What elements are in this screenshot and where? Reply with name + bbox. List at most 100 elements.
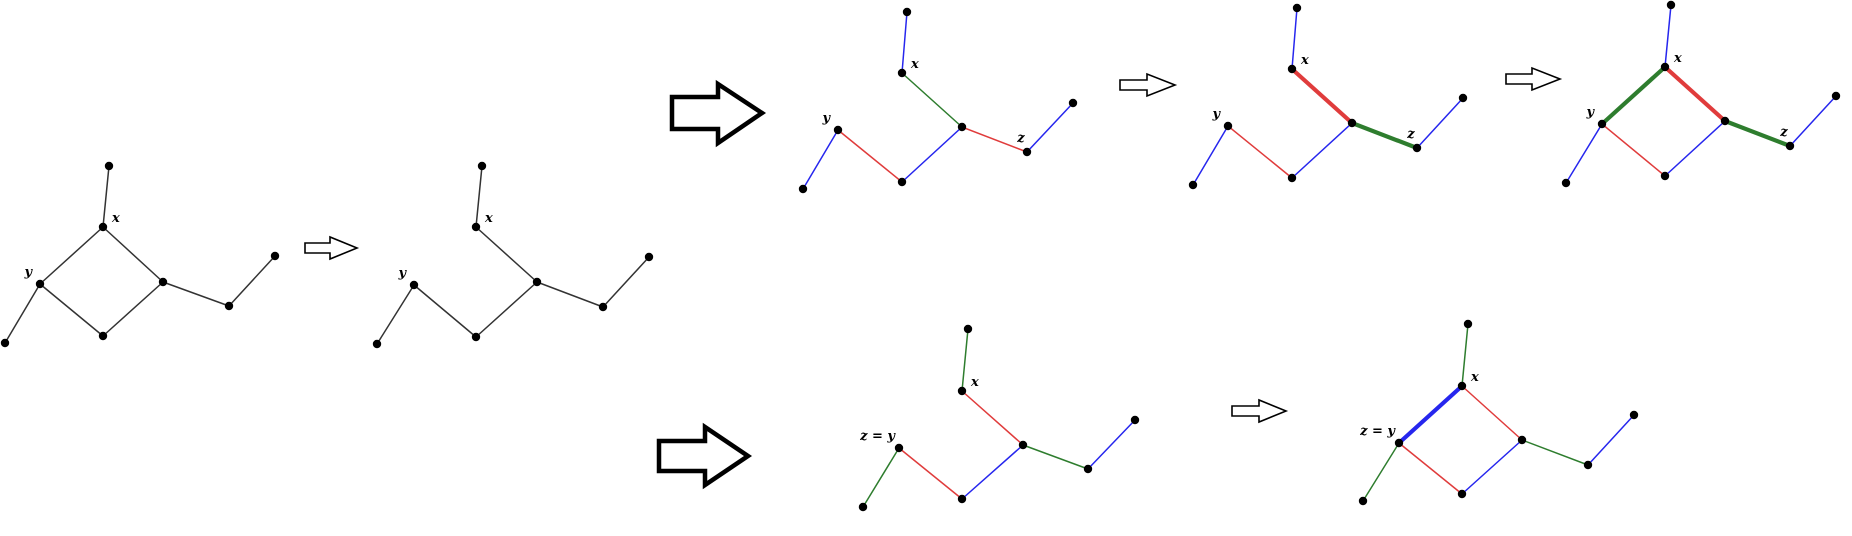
edge-y-ll [376,284,415,345]
vertex-c [1517,435,1527,445]
vertex-x [98,222,108,232]
edge-y-bot [413,284,477,338]
edge-top-x [102,165,110,228]
vertex-x [1660,62,1670,72]
vertex-label-y: y [1211,107,1221,122]
edge-x-y [1599,64,1668,127]
edge-z-rr [1789,95,1837,147]
vertex-top [1292,3,1302,13]
vertex-bot [1457,489,1467,499]
vertex-bot [1660,171,1670,181]
edge-z-rr [1087,419,1136,470]
vertex-y [894,443,904,453]
vertex-y [35,279,45,289]
edge-c-z [961,126,1028,153]
edge-y-bot [1601,123,1666,177]
vertex-label-zy: z = y [1359,424,1396,439]
vertex-label-x: x [910,57,919,72]
edge-c-z [1349,120,1420,151]
vertex-label-z: z [1016,131,1025,146]
edge-x-c [1662,64,1728,124]
vertex-rr [1130,415,1140,425]
vertex-ll [0,338,10,348]
vertex-rr [1629,410,1639,420]
vertex-label-x: x [484,211,493,226]
vertex-y [1223,121,1233,131]
edge-x-c [901,72,963,128]
vertex-rr [1068,98,1078,108]
vertex-bot [471,332,481,342]
vertex-ll [1188,180,1198,190]
edge-z-rr [1026,102,1074,153]
vertex-label-x: x [1673,51,1682,66]
edge-x-y [1396,383,1465,446]
vertex-c [1720,116,1730,126]
vertex-y [409,280,419,290]
graph-panel-spanning-tree: xy [372,161,654,349]
vertex-ll [798,184,808,194]
edge-c-z [162,281,230,307]
edge-x-c [1461,385,1523,441]
edge-c-z [536,281,604,308]
transition-arrows [304,66,1563,490]
graph-panel-top-coloring-3: x y z [1561,0,1841,188]
vertex-ll [1561,178,1571,188]
vertex-z [1022,147,1032,157]
vertex-c [957,122,967,132]
edge-top-x [1664,4,1672,68]
vertex-z [1785,141,1795,151]
vertex-bot [1287,173,1297,183]
edge-y-ll [4,283,41,344]
vertex-c [532,277,542,287]
edge-x-c [1289,66,1355,126]
edge-top-x [901,11,908,74]
graph-panel-bottom-coloring-1: xz = y [858,324,1140,512]
edge-y-bot [898,447,963,500]
vertex-c [158,277,168,287]
edge-y-bot [837,129,903,183]
vertex-label-z: z [1779,125,1788,140]
vertex-y [833,125,843,135]
edge-top-x [961,328,969,392]
large-right-arrow-icon [656,422,753,490]
vertex-label-x: x [1470,370,1479,385]
edge-bot-c [475,281,538,338]
graph-panel-bottom-coloring-2: x z = y [1358,319,1639,506]
vertex-top [963,324,973,334]
vertex-x [1457,381,1467,391]
edge-top-x [475,165,483,228]
vertex-c [1018,440,1028,450]
vertex-label-zy: z = y [859,429,896,444]
vertex-label-x: x [1300,53,1309,68]
vertex-z [598,302,608,312]
edge-y-ll [1362,442,1400,502]
vertex-label-x: x [111,211,120,226]
vertex-c [1347,118,1357,128]
vertex-x [471,222,481,232]
edge-y-ll [1565,123,1603,184]
vertex-top [477,161,487,171]
vertex-bot [957,494,967,504]
edge-y-ll [862,447,900,508]
edge-bot-c [961,444,1024,500]
edge-y-bot [1227,125,1293,179]
edge-x-c [475,226,538,283]
edge-x-y [39,226,104,285]
vertex-y [1394,438,1404,448]
vertex-label-y: y [1585,105,1595,120]
edge-bot-c [1461,439,1523,495]
vertex-rr [1831,91,1841,101]
right-arrow-icon [1231,398,1289,424]
edge-c-z [1521,439,1589,466]
edge-bot-c [1291,122,1353,179]
vertex-y [1597,119,1607,129]
edge-c-z [1022,444,1089,470]
edge-top-x [1291,7,1298,70]
edge-z-rr [602,256,650,308]
vertex-ll [372,339,382,349]
vertex-bot [98,331,108,341]
vertex-ll [1358,496,1368,506]
vertex-label-y: y [821,111,831,126]
